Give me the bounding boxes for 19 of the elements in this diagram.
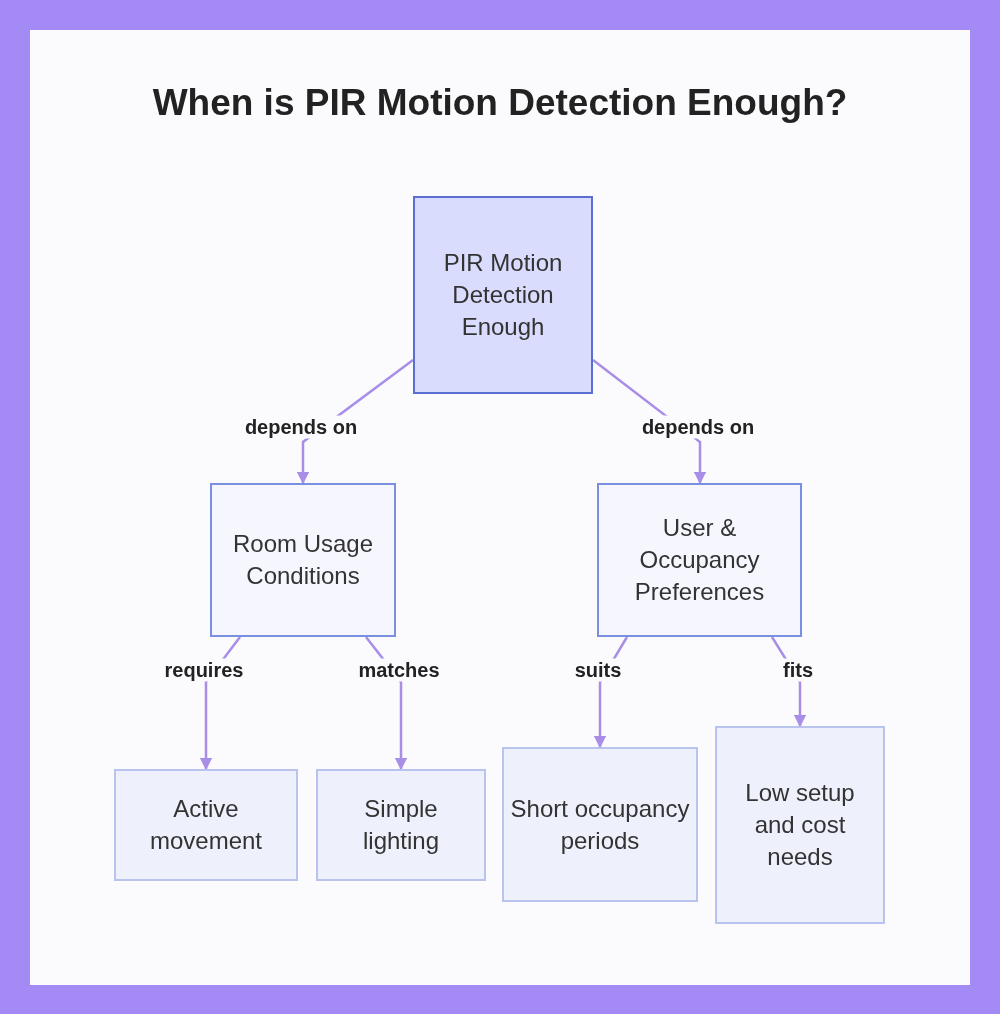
- concept-box: [715, 726, 885, 924]
- edge-label: fits: [781, 658, 815, 682]
- node-text: PIR Motion Detection Enough: [442, 248, 564, 342]
- node-text: User & Occupancy Preferences: [633, 513, 766, 607]
- edge-label: matches: [356, 658, 442, 682]
- title: When is PIR Motion Detection Enough?: [151, 82, 849, 124]
- edge-label: requires: [162, 658, 246, 682]
- node-text: Low setup and cost needs: [744, 778, 856, 872]
- concept-box: [597, 483, 802, 637]
- edge-label: suits: [572, 658, 624, 682]
- concept-box: [114, 769, 298, 881]
- concept-box: [502, 747, 698, 902]
- node-text: Simple lighting: [361, 794, 441, 856]
- concept-box: [210, 483, 396, 637]
- node-text: Short occupancy periods: [509, 793, 691, 856]
- concept-box: [316, 769, 486, 881]
- concept-box: [413, 196, 593, 394]
- node-text: Room Usage Conditions: [231, 529, 375, 591]
- node-text: Active movement: [148, 794, 263, 856]
